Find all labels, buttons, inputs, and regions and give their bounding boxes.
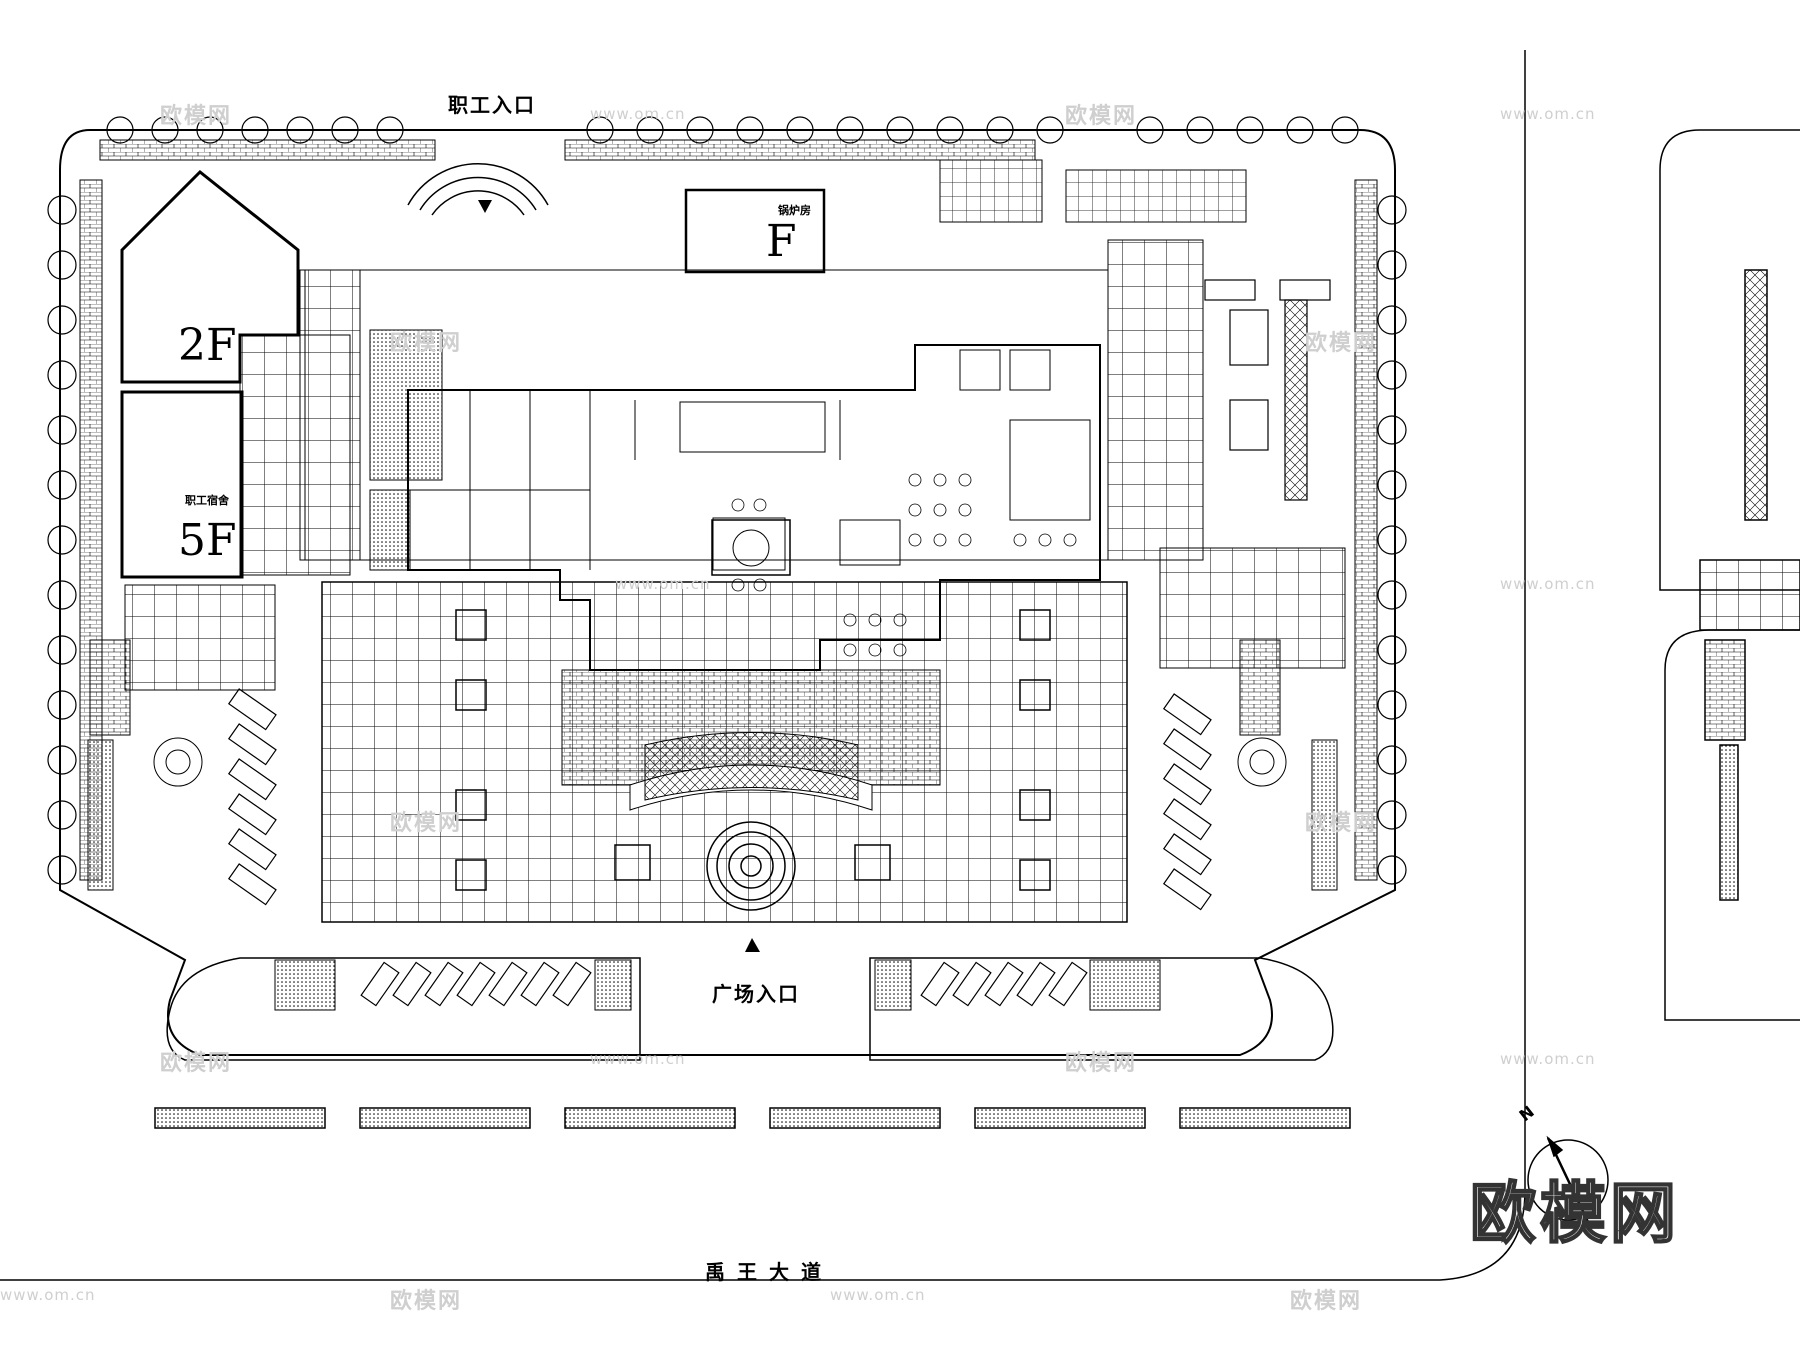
road-edge — [0, 50, 1526, 1281]
watermark-text: 欧模网 — [1065, 1051, 1138, 1076]
site-boundary — [59, 129, 1396, 1056]
watermark-url: www.om.cn — [1500, 575, 1596, 593]
west-parking — [227, 688, 277, 906]
watermark-text: 欧模网 — [160, 104, 233, 129]
building-f-label: F — [766, 216, 797, 267]
watermark-text: 欧模网 — [1290, 1289, 1363, 1314]
watermark-url: www.om.cn — [1500, 1050, 1596, 1068]
watermark-url: www.om.cn — [0, 1286, 96, 1304]
watermark-url: www.om.cn — [590, 1050, 686, 1068]
watermark-url: www.om.cn — [830, 1286, 926, 1304]
building-interior — [408, 349, 1091, 571]
east-pergola — [1204, 279, 1331, 501]
front-parking-bays — [166, 957, 1334, 1061]
watermark-text: 欧模网 — [1065, 104, 1138, 129]
watermark-url: www.om.cn — [1500, 105, 1596, 123]
watermark-url: www.om.cn — [615, 575, 711, 593]
perimeter-trees — [47, 116, 1407, 885]
staff-dorm-label: 职工宿舍 — [185, 494, 229, 507]
road-medians — [154, 1107, 1351, 1129]
building-f — [684, 188, 826, 274]
watermark-text: 欧模网 — [390, 811, 463, 836]
plaza-entrance-label: 广场入口 — [712, 982, 800, 1006]
watermark-text: 欧模网 — [390, 1289, 463, 1314]
building-5f-label: 5F — [178, 515, 237, 566]
north-arrow — [1527, 1135, 1609, 1223]
staff-entrance-label: 职工入口 — [448, 93, 536, 117]
central-fountain — [706, 821, 796, 911]
watermark-text: 欧模网 — [160, 1051, 233, 1076]
watermark-text: 欧模网 — [390, 331, 463, 356]
road-name-label: 禹王大道 — [705, 1260, 833, 1284]
watermark-text: 欧模网 — [1305, 811, 1378, 836]
brand-watermark: 欧模网 — [1469, 1174, 1680, 1253]
adjacent-site — [1659, 129, 1800, 1021]
building-2f-label: 2F — [178, 320, 237, 371]
east-parking — [1162, 693, 1212, 911]
watermark-url: www.om.cn — [590, 105, 686, 123]
boiler-room-label: 锅炉房 — [778, 204, 811, 217]
plaza-planters — [455, 609, 1051, 891]
watermark-text: 欧模网 — [1305, 331, 1378, 356]
staff-entrance-arch — [407, 163, 549, 216]
